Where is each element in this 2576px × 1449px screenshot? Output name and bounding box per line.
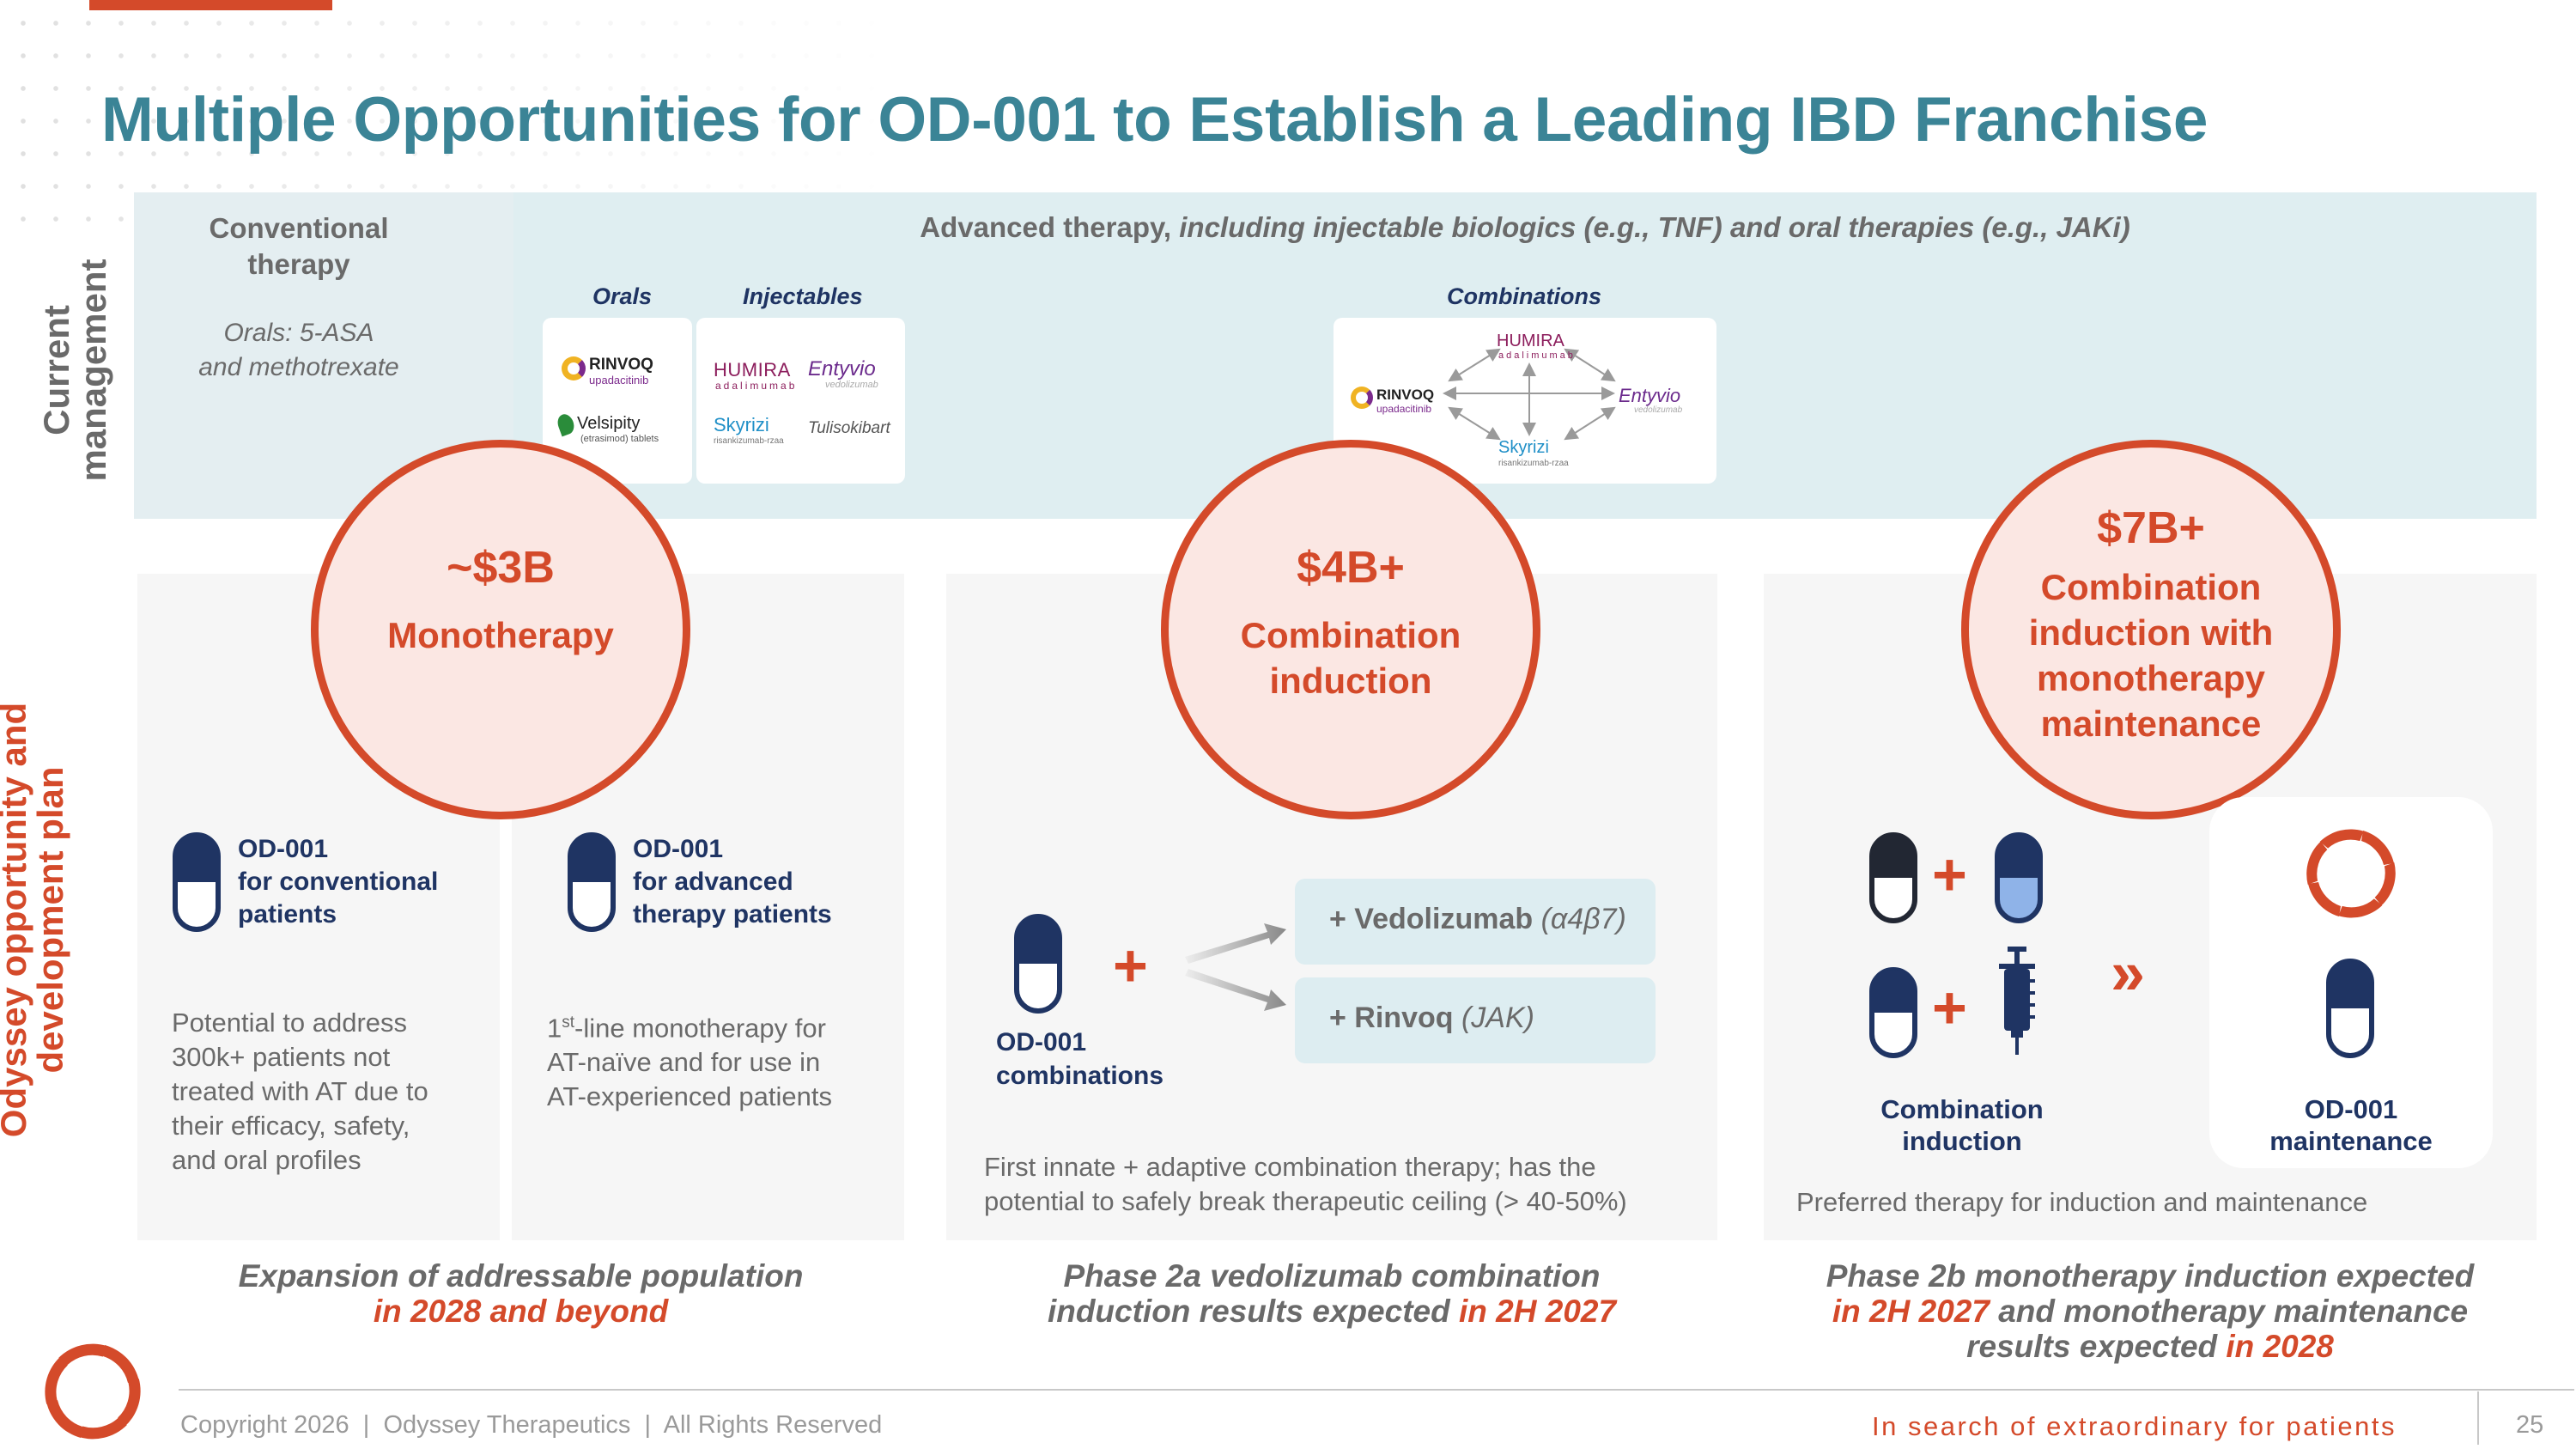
plus-sign: + <box>1113 932 1148 999</box>
capsule-dark-icon <box>1869 832 1917 923</box>
category-injectables: Injectables <box>743 283 863 309</box>
combination-induction-label: Combination induction <box>1880 1094 2044 1156</box>
capsule-icon <box>2326 959 2374 1058</box>
category-combinations: Combinations <box>1447 283 1601 309</box>
advanced-therapy-title: Advanced therapy, including injectable b… <box>920 211 2130 243</box>
conventional-therapy-subtitle: Orals: 5-ASA and methotrexate <box>198 319 399 381</box>
conventional-therapy-title: Conventional therapy <box>209 212 389 280</box>
injectables-logo-box: HUMIRA adalimumab Entyvio vedolizumab Sk… <box>696 318 905 484</box>
capsule-icon <box>173 832 221 932</box>
syringe-icon <box>1999 947 2035 1055</box>
row-label-odyssey: Odyssey opportunity and development plan <box>0 702 70 1138</box>
panel1-footer-note: Expansion of addressable population in 2… <box>238 1258 804 1329</box>
circle-combination-induction: $4B+ Combination induction <box>1161 440 1540 819</box>
row-label-current: Current management <box>36 259 113 482</box>
od001-conventional-label: OD-001 for conventional patients <box>238 835 439 928</box>
category-orals: Orals <box>592 283 653 309</box>
page-number: 25 <box>2516 1411 2544 1439</box>
plus-sign: + <box>1932 974 1967 1041</box>
rinvoq-logo-icon <box>1351 387 1373 409</box>
conventional-body-text: Potential to address 300k+ patients not … <box>172 1008 428 1175</box>
accent-bar <box>89 0 332 10</box>
plus-sign: + <box>1932 841 1967 908</box>
combination-body-text: First innate + adaptive combination ther… <box>984 1152 1627 1216</box>
od001-advanced-label: OD-001 for advanced therapy patients <box>633 835 832 928</box>
page-title: Multiple Opportunities for OD-001 to Est… <box>101 85 2208 155</box>
panel3-footer-note: Phase 2b monotherapy induction expected … <box>1826 1258 2475 1364</box>
od001-combinations-label: OD-001 combinations <box>996 1028 1164 1090</box>
rinvoq-logo-icon <box>562 356 586 381</box>
footer-divider <box>179 1389 2574 1391</box>
velsipity-logo-icon <box>555 411 577 437</box>
circle-combination-maintenance: $7B+ Combination induction with monother… <box>1961 440 2341 819</box>
advanced-body-text: 1st-line monotherapy for AT-naïve and fo… <box>547 1013 833 1112</box>
copyright-text: Copyright 2026 | Odyssey Therapeutics | … <box>180 1411 883 1439</box>
odyssey-logo-icon <box>2306 829 2396 918</box>
combinations-network-diagram <box>1443 348 1616 441</box>
capsule-light-icon <box>1995 832 2043 923</box>
capsule-icon <box>568 832 616 932</box>
split-arrows-icon <box>1185 923 1286 1011</box>
circle-monotherapy: ~$3B Monotherapy <box>311 440 690 819</box>
maintenance-body-text: Preferred therapy for induction and main… <box>1796 1187 2368 1217</box>
od001-maintenance-label: OD-001 maintenance <box>2269 1094 2433 1156</box>
capsule-icon <box>1014 914 1062 1014</box>
tagline: In search of extraordinary for patients <box>1872 1411 2397 1441</box>
option-rinvoq: + Rinvoq (JAK) <box>1295 977 1656 1063</box>
option-vedolizumab: + Vedolizumab (α4β7) <box>1295 879 1656 965</box>
odyssey-logo-icon <box>45 1343 141 1440</box>
page-number-divider <box>2477 1391 2479 1445</box>
arrow-icon: » <box>2111 939 2146 1008</box>
panel2-footer-note: Phase 2a vedolizumab combination inducti… <box>1047 1258 1617 1329</box>
capsule-icon <box>1869 967 1917 1058</box>
